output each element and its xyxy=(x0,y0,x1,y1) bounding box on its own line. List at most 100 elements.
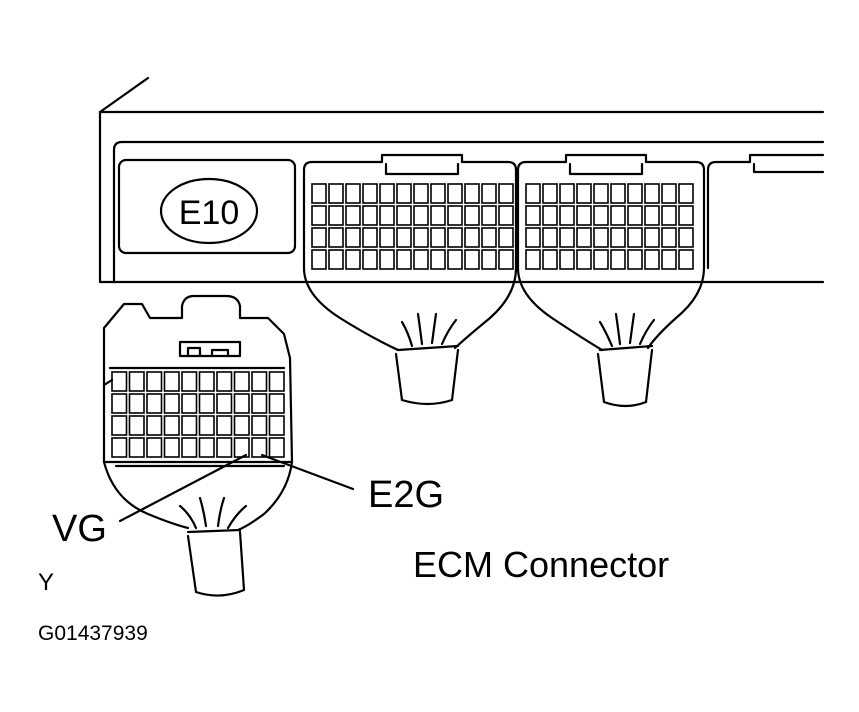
pin-cell xyxy=(379,183,395,204)
pin-cell xyxy=(216,415,233,436)
figure-code: G01437939 xyxy=(38,622,148,645)
pin-cell xyxy=(576,227,592,248)
pin-cell xyxy=(542,227,558,248)
pin-cell xyxy=(498,205,514,226)
pin-cell xyxy=(481,183,497,204)
pin-cell xyxy=(268,437,285,458)
pin-cell xyxy=(559,249,575,270)
pin-cell xyxy=(198,393,215,414)
connector-detached xyxy=(102,294,294,597)
connector-middle xyxy=(302,153,518,406)
ecm-housing xyxy=(98,76,825,284)
pin-cell xyxy=(345,183,361,204)
connector-right xyxy=(516,153,706,408)
pin-cell xyxy=(146,393,163,414)
pin-cell xyxy=(447,183,463,204)
pin-cell xyxy=(678,249,694,270)
pin-cell xyxy=(362,249,378,270)
pin-cell xyxy=(216,437,233,458)
vg-label: VG xyxy=(52,508,107,550)
pin-cell xyxy=(128,415,145,436)
pin-cell xyxy=(678,227,694,248)
pin-cell xyxy=(593,183,609,204)
pin-cell xyxy=(379,249,395,270)
pin-cell xyxy=(644,183,660,204)
pin-cell xyxy=(430,227,446,248)
vg-callout-line xyxy=(118,453,248,523)
pin-cell xyxy=(311,227,327,248)
pin-cell xyxy=(311,205,327,226)
pin-cell xyxy=(181,437,198,458)
pin-cell xyxy=(542,249,558,270)
pin-cell xyxy=(216,371,233,392)
caption: ECM Connector xyxy=(413,544,669,585)
pin-cell xyxy=(610,205,626,226)
pin-cell xyxy=(362,205,378,226)
pin-cell xyxy=(268,393,285,414)
pin-cell xyxy=(430,249,446,270)
pin-cell xyxy=(328,205,344,226)
pin-cell xyxy=(464,183,480,204)
pin-cell xyxy=(610,227,626,248)
corner-letter: Y xyxy=(38,569,54,596)
pin-grid-middle xyxy=(311,183,514,270)
pin-cell xyxy=(576,249,592,270)
pin-cell xyxy=(542,205,558,226)
pin-cell xyxy=(413,183,429,204)
pin-cell xyxy=(661,205,677,226)
pin-cell xyxy=(111,393,128,414)
pin-grids xyxy=(111,183,694,458)
pin-cell xyxy=(464,227,480,248)
pin-cell xyxy=(146,415,163,436)
pin-cell xyxy=(181,371,198,392)
pin-cell xyxy=(268,415,285,436)
pin-cell xyxy=(251,393,268,414)
pin-cell xyxy=(481,249,497,270)
label-plate xyxy=(117,158,297,255)
pin-cell xyxy=(678,183,694,204)
pin-cell xyxy=(525,227,541,248)
pin-cell xyxy=(661,249,677,270)
pin-cell xyxy=(181,393,198,414)
pin-cell xyxy=(413,249,429,270)
pin-cell xyxy=(593,205,609,226)
pin-cell xyxy=(362,227,378,248)
pin-cell xyxy=(593,227,609,248)
pin-cell xyxy=(464,249,480,270)
pin-cell xyxy=(163,393,180,414)
pin-cell xyxy=(379,205,395,226)
pin-cell xyxy=(328,183,344,204)
pin-cell xyxy=(593,249,609,270)
pin-grid-detached xyxy=(111,371,285,458)
pin-cell xyxy=(447,205,463,226)
pin-cell xyxy=(644,227,660,248)
pin-cell xyxy=(447,249,463,270)
pin-cell xyxy=(163,415,180,436)
pin-cell xyxy=(627,183,643,204)
pin-cell xyxy=(627,205,643,226)
pin-cell xyxy=(627,249,643,270)
pin-cell xyxy=(498,227,514,248)
pin-cell xyxy=(644,205,660,226)
e10-oval xyxy=(159,177,259,245)
pin-cell xyxy=(233,393,250,414)
pin-cell xyxy=(251,415,268,436)
pin-cell xyxy=(559,183,575,204)
pin-cell xyxy=(111,415,128,436)
pin-cell xyxy=(498,249,514,270)
pin-cell xyxy=(198,437,215,458)
pin-cell xyxy=(216,393,233,414)
pin-cell xyxy=(413,227,429,248)
pin-cell xyxy=(328,249,344,270)
pin-cell xyxy=(576,205,592,226)
pin-cell xyxy=(251,371,268,392)
pin-cell xyxy=(661,183,677,204)
pin-grid-right xyxy=(525,183,694,270)
pin-cell xyxy=(146,437,163,458)
pin-cell xyxy=(146,371,163,392)
pin-cell xyxy=(268,371,285,392)
pin-cell xyxy=(181,415,198,436)
pin-cell xyxy=(610,249,626,270)
pin-cell xyxy=(464,205,480,226)
